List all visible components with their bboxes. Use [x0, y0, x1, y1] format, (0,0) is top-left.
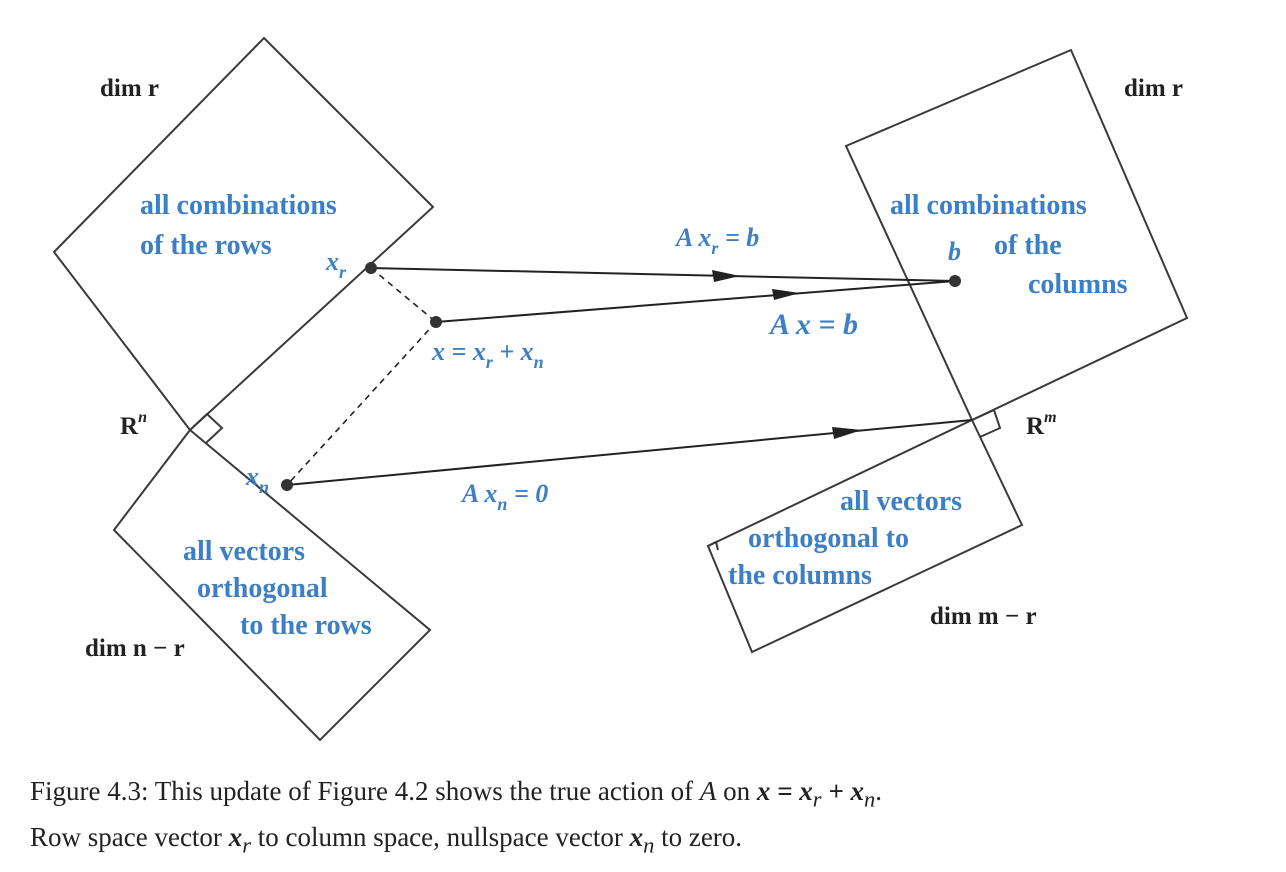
- point-b: [949, 275, 961, 287]
- axr-a: A x: [674, 223, 711, 252]
- null-space-label-2: orthogonal: [197, 573, 328, 604]
- caption-l1-text: Figure 4.3: This update of Figure 4.2 sh…: [30, 776, 700, 806]
- row-space-label-1: all combinations: [140, 190, 337, 221]
- xn-sub: n: [259, 477, 269, 497]
- leftnull-label-1: all vectors: [840, 486, 962, 517]
- x-eq-plus: + x: [493, 337, 534, 366]
- fundamental-subspaces-diagram: dim r all combinations of the rows Rn al…: [52, 36, 1189, 742]
- xr-sub: r: [339, 262, 347, 282]
- row-space-label-2: of the rows: [140, 230, 272, 261]
- point-x: [430, 316, 442, 328]
- caption-l1-on: on: [716, 776, 757, 806]
- null-space-label-1: all vectors: [183, 536, 305, 567]
- column-space-box: [844, 48, 1189, 422]
- point-xr: [365, 262, 377, 274]
- rm-exp: m: [1044, 409, 1056, 426]
- xr-base: x: [325, 247, 339, 276]
- leftnull-label-2: orthogonal to: [748, 523, 909, 554]
- caption-l1-end: .: [875, 776, 882, 806]
- row-dim-label: dim r: [100, 75, 159, 102]
- arrowhead-x-to-b: [772, 289, 800, 300]
- caption-l1-eq: x = x: [756, 776, 813, 806]
- caption-line-1: Figure 4.3: This update of Figure 4.2 sh…: [30, 772, 1260, 818]
- caption-l2-b: to column space, nullspace vector: [250, 822, 630, 853]
- x-eq-sub1: r: [486, 352, 494, 372]
- xn-base: x: [245, 462, 259, 491]
- b-label: b: [948, 237, 961, 266]
- arrow-xn-to-zero: [286, 419, 973, 486]
- right-right-angle-marker: [971, 408, 1002, 438]
- rm-label: Rm: [1026, 409, 1057, 440]
- col-space-label-1: all combinations: [890, 190, 1087, 221]
- caption-l2-xn: x: [629, 822, 644, 853]
- x-equation-label: x = xr + xn: [431, 337, 544, 372]
- caption-line-2: Row space vector xr to column space, nul…: [30, 818, 1260, 864]
- leftnull-dim-label: dim m − r: [930, 603, 1037, 630]
- rm-base: R: [1026, 413, 1045, 440]
- axr-sub: r: [711, 238, 719, 258]
- dashed-x-to-xn: [286, 321, 437, 486]
- point-xn: [281, 479, 293, 491]
- axr-rhs: = b: [718, 223, 759, 252]
- rn-exp: n: [138, 409, 147, 426]
- axn-eq-label: A xn = 0: [460, 479, 548, 514]
- null-space-label-3: to the rows: [240, 610, 372, 641]
- caption-l1-sub1: r: [812, 786, 822, 812]
- col-space-label-2: of the: [994, 230, 1062, 261]
- caption-l2-a: Row space vector: [30, 822, 229, 853]
- null-dim-label: dim n − r: [85, 635, 185, 662]
- left-nullspace-corner-tick: [707, 540, 719, 551]
- figure-caption: Figure 4.3: This update of Figure 4.2 sh…: [30, 772, 1260, 865]
- x-eq-main: x = x: [431, 337, 486, 366]
- arrow-x-to-b: [435, 280, 956, 323]
- rn-label: Rn: [120, 409, 147, 440]
- ax-eq-label: A x = b: [768, 308, 858, 341]
- xr-label: xr: [325, 247, 347, 282]
- caption-l1-sub2: n: [863, 786, 876, 812]
- x-eq-sub2: n: [534, 352, 544, 372]
- rn-base: R: [120, 413, 139, 440]
- nullspace-box: [112, 428, 432, 742]
- caption-l2-xr-sub: r: [242, 832, 251, 858]
- left-nullspace-box: [706, 418, 1024, 654]
- leftnull-label-3: the columns: [728, 560, 872, 591]
- axn-sub: n: [497, 494, 507, 514]
- caption-l1-A: A: [699, 776, 717, 806]
- axn-a: A x: [460, 479, 497, 508]
- col-dim-label: dim r: [1124, 75, 1183, 102]
- axn-rhs: = 0: [507, 479, 548, 508]
- caption-l2-xr: x: [228, 822, 243, 853]
- axr-eq-label: A xr = b: [674, 223, 759, 258]
- col-space-label-3: columns: [1028, 269, 1128, 300]
- dashed-xr-to-x: [370, 267, 437, 323]
- caption-l2-c: to zero.: [654, 822, 743, 853]
- arrowhead-xr-to-b: [712, 270, 740, 282]
- xn-label: xn: [245, 462, 269, 497]
- arrowhead-xn-to-zero: [832, 427, 862, 439]
- caption-l1-plus: + x: [821, 776, 864, 806]
- caption-l2-xn-sub: n: [643, 832, 655, 858]
- left-right-angle-marker: [189, 412, 224, 444]
- arrow-xr-to-b: [370, 267, 956, 282]
